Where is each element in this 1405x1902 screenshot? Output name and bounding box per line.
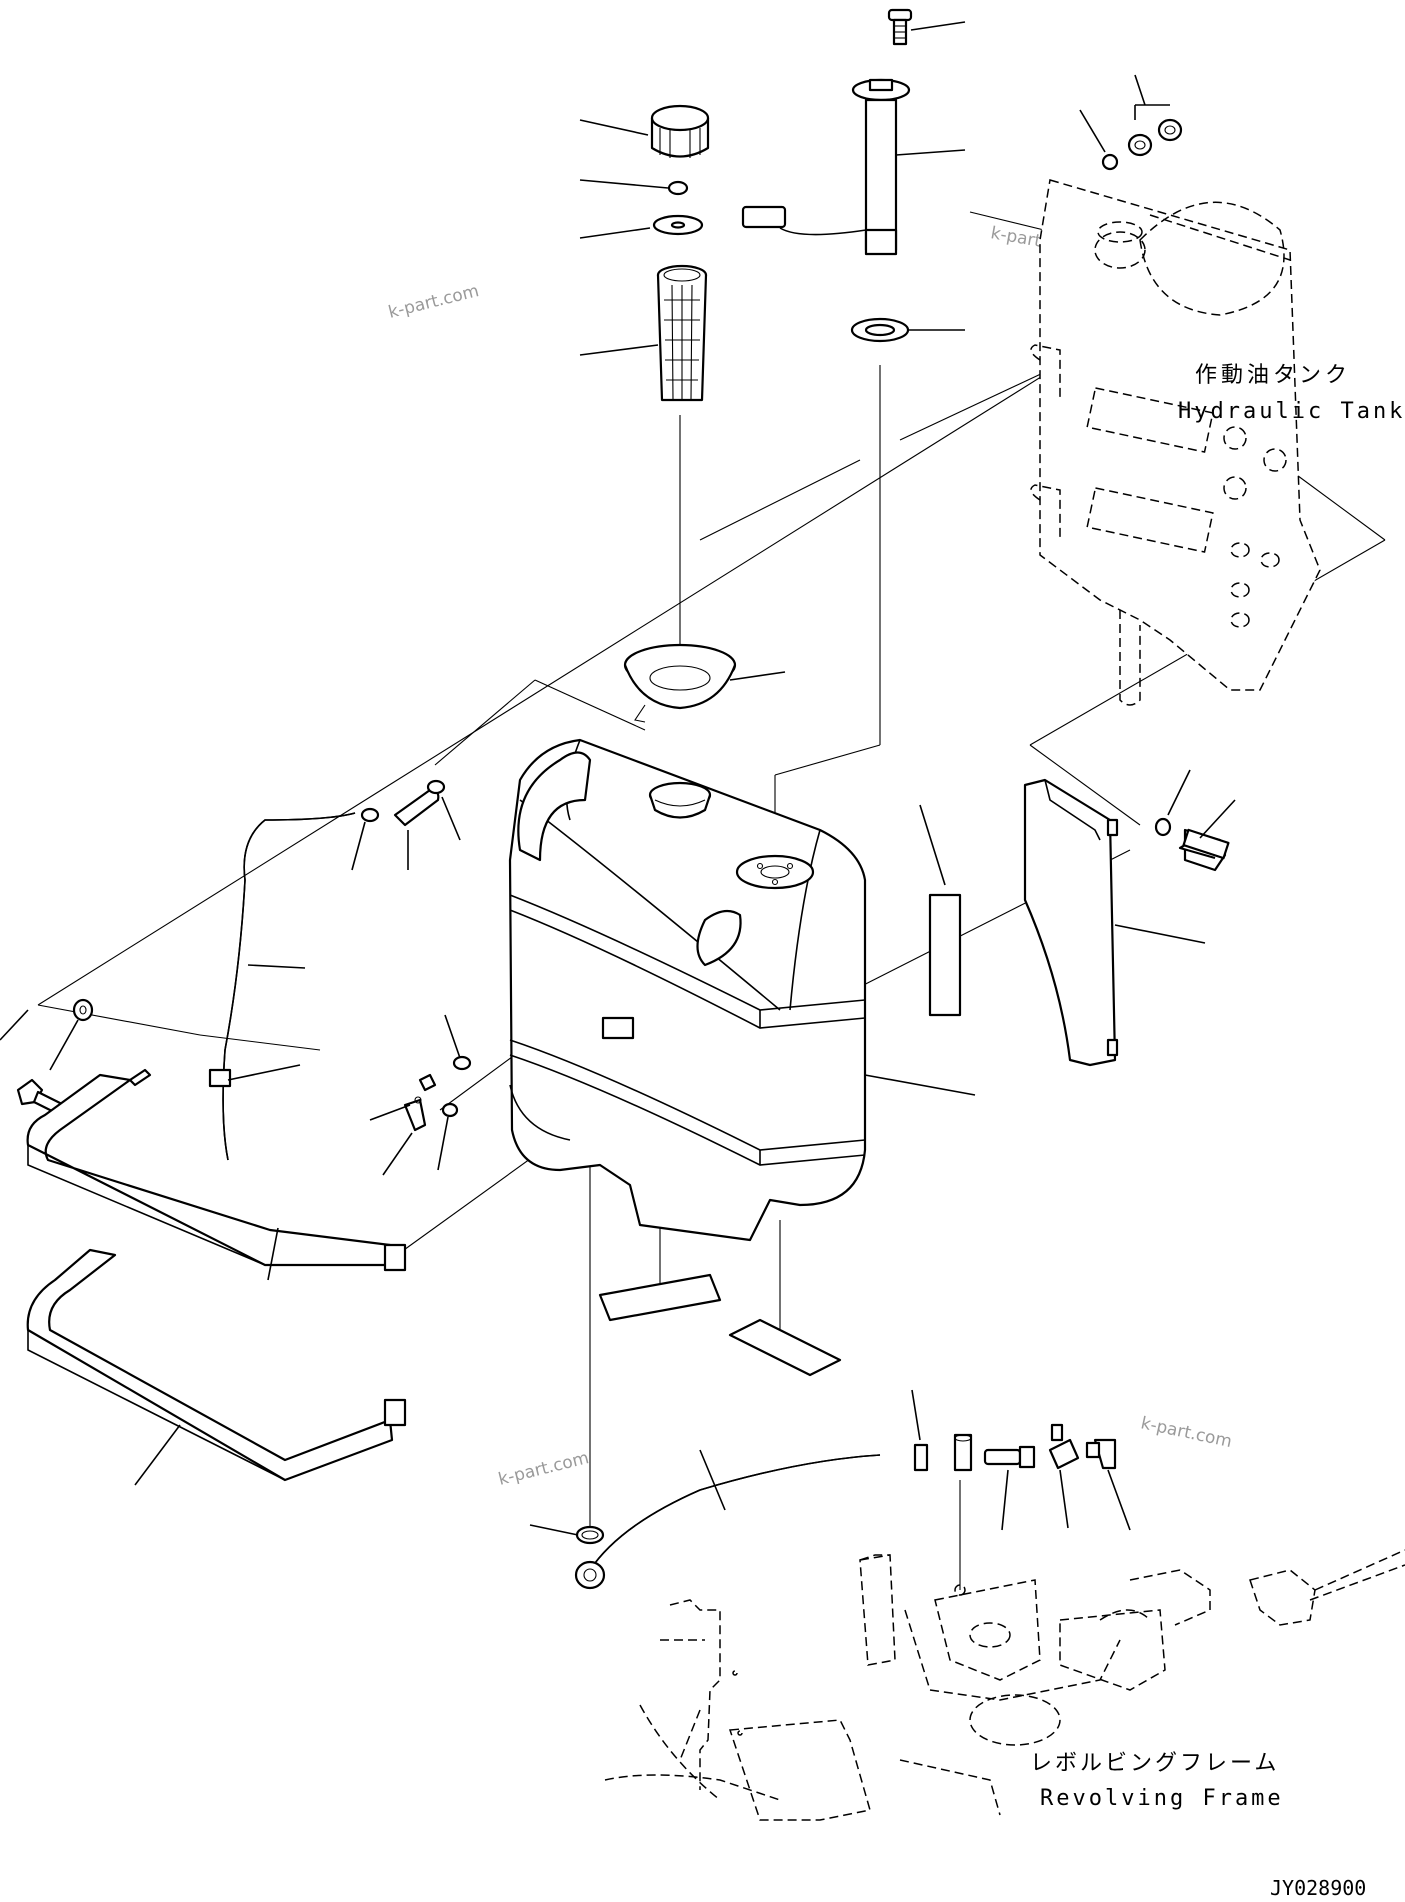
cap-washer-icon [652,214,704,236]
assembly-lines [37,211,1386,1590]
leader-strip [919,804,946,886]
leader-lines-clamps [351,796,461,1176]
leader-lines-valves [911,1389,1131,1531]
tank-band-icon [26,1068,407,1272]
filler-funnel-icon [623,643,737,723]
leader-tank [864,1074,976,1096]
leader-lines-top [579,21,966,356]
leader-hose-clamp [227,1064,301,1081]
leader-lines-bands [134,1227,279,1486]
revolving-frame [604,1549,1405,1821]
fuel-cap-icon [650,104,710,158]
bracket-icon [1023,778,1119,1067]
leader-funnel [729,671,786,681]
fuel-level-sender-icon [741,78,911,256]
revolving-frame-label-jp: レボルビングフレーム [1030,1751,1279,1776]
watermark-4: k-part.com [1139,1413,1234,1452]
revolving-frame-label-en: Revolving Frame [1040,1786,1284,1811]
leader-hose [247,964,306,969]
drain-hose-icon [574,1454,881,1590]
bracket-bolt-icon [1178,828,1230,872]
leader-lines-hyd [1079,74,1170,153]
cap-plug-icon [667,180,689,196]
bracket-washer-icon [1154,817,1172,837]
drain-valve-icon [913,1423,1117,1472]
watermark-3: k-part.com [496,1448,591,1490]
leader-lines-drain [529,1449,726,1536]
top-bolt-icon [887,8,913,46]
drawing-id: JY028900 [1270,1876,1366,1900]
rubber-strip-icon [928,893,962,1017]
hose-clamp-icon [360,779,472,1132]
tank-band-lower-icon [26,1248,407,1482]
strainer-icon [656,264,708,402]
hydraulic-tank-label-en: Hydraulic Tank [1178,399,1405,424]
leader-bracket [1114,924,1206,944]
leader-lines-bracket-bolt [1167,769,1236,839]
nut-icon [1101,118,1183,171]
tank-pad-icon [598,1273,842,1377]
left-washer-icon [72,998,94,1022]
hose-icon [208,812,356,1161]
leader-lines-left [0,1009,79,1071]
sender-gasket-icon [850,317,910,343]
drain-clamp-icon [575,1525,605,1545]
hydraulic-tank [1030,179,1321,706]
hydraulic-tank-label-jp: 作動油タンク [1195,363,1351,388]
fuel-tank-icon [508,738,867,1242]
watermark-1: k-part.com [386,281,481,323]
